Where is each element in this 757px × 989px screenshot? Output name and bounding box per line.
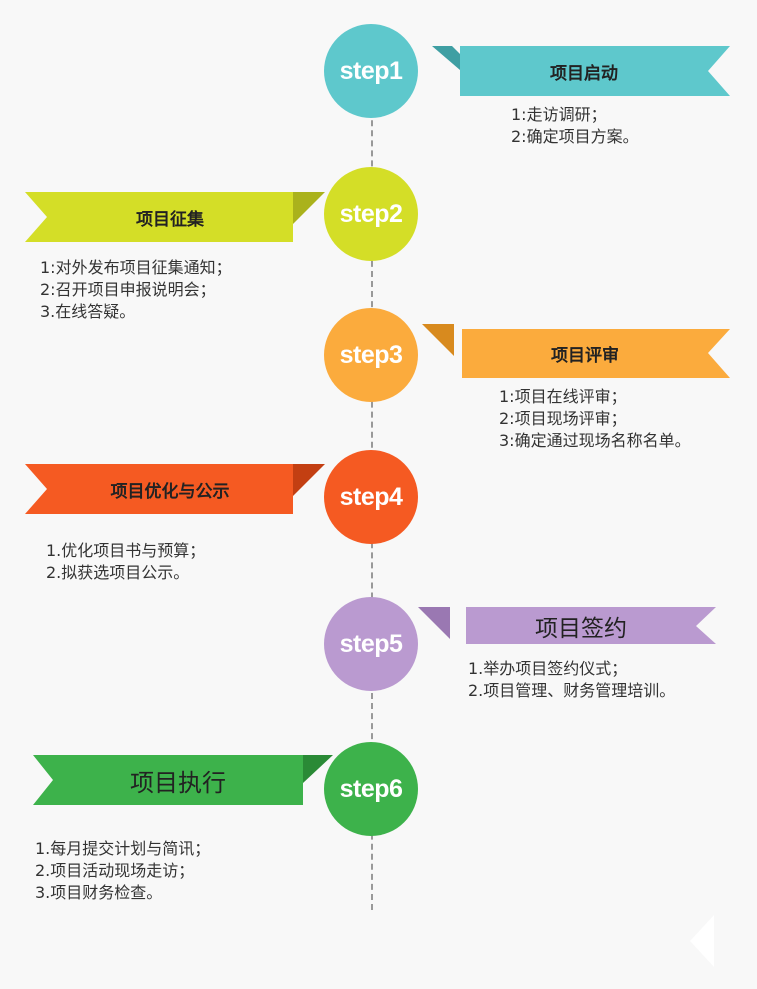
step-5-list: 1.举办项目签约仪式； 2.项目管理、财务管理培训。 <box>468 658 675 702</box>
list-item: 2:项目现场评审； <box>499 409 627 428</box>
step-6-circle: step6 <box>324 742 418 836</box>
step-1-list: 1:走访调研； 2:确定项目方案。 <box>511 104 639 148</box>
list-item: 3.在线答疑。 <box>40 302 136 321</box>
step-6-list: 1.每月提交计划与简讯； 2.项目活动现场走访； 3.项目财务检查。 <box>35 838 210 904</box>
step-3-title: 项目评审 <box>551 346 619 366</box>
step-1-circle: step1 <box>324 24 418 118</box>
step-1-title: 项目启动 <box>550 63 618 84</box>
step-2-circle: step2 <box>324 167 418 261</box>
step-6-title: 项目执行 <box>130 768 226 797</box>
list-item: 1.优化项目书与预算； <box>46 541 206 560</box>
step-5-title: 项目签约 <box>535 615 627 642</box>
list-item: 2:确定项目方案。 <box>511 127 639 146</box>
step-5-ribbon: 项目签约 <box>418 607 718 657</box>
step-2-title: 项目征集 <box>136 209 204 230</box>
list-item: 1:对外发布项目征集通知； <box>40 258 232 277</box>
step-3-list: 1:项目在线评审； 2:项目现场评审； 3:确定通过现场名称名单。 <box>499 386 691 452</box>
list-item: 2.拟获选项目公示。 <box>46 563 190 582</box>
list-item: 2.项目活动现场走访； <box>35 861 195 880</box>
list-item: 3:确定通过现场名称名单。 <box>499 431 691 450</box>
step-1-ribbon: 项目启动 <box>432 46 732 96</box>
step-5-circle: step5 <box>324 597 418 691</box>
step-3-circle: step3 <box>324 308 418 402</box>
step-3-ribbon: 项目评审 <box>422 324 732 378</box>
list-item: 2:召开项目申报说明会； <box>40 280 216 299</box>
list-item: 3.项目财务检查。 <box>35 883 163 902</box>
step-4-title: 项目优化与公示 <box>110 481 230 502</box>
list-item: 1:走访调研； <box>511 105 607 124</box>
list-item: 1:项目在线评审； <box>499 387 627 406</box>
step-6-ribbon: 项目执行 <box>33 755 333 805</box>
step-2-ribbon: 项目征集 <box>25 192 325 242</box>
step-4-circle: step4 <box>324 450 418 544</box>
list-item: 1.举办项目签约仪式； <box>468 659 628 678</box>
step-2-list: 1:对外发布项目征集通知； 2:召开项目申报说明会； 3.在线答疑。 <box>40 257 232 323</box>
step-4-ribbon: 项目优化与公示 <box>25 464 325 514</box>
step-4-list: 1.优化项目书与预算； 2.拟获选项目公示。 <box>46 540 205 584</box>
list-item: 2.项目管理、财务管理培训。 <box>468 681 676 700</box>
list-item: 1.每月提交计划与简讯； <box>35 839 211 858</box>
corner-decoration <box>690 915 714 967</box>
